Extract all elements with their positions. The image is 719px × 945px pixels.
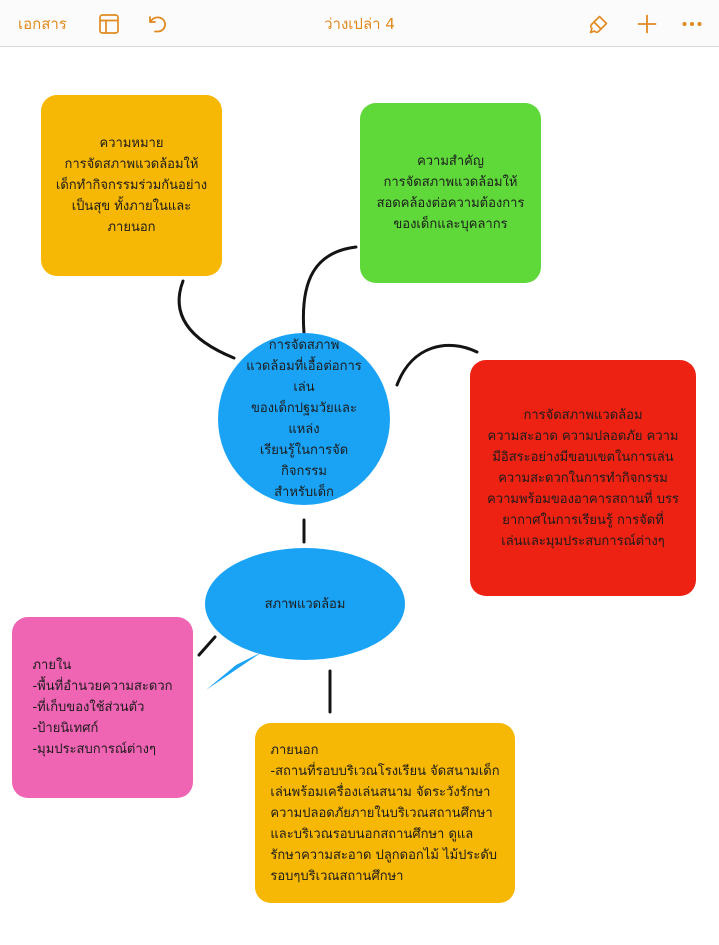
- plus-icon[interactable]: [635, 12, 659, 36]
- importance-node[interactable]: ความสำคัญ การจัดสภาพแวดล้อมให้ สอดคล้องต…: [360, 103, 541, 283]
- documents-back-button[interactable]: เอกสาร: [18, 15, 67, 33]
- center-topic-text: การจัดสภาพ แวดล้อมที่เอื้อต่อการเล่น ของ…: [246, 338, 362, 500]
- layout-icon[interactable]: [97, 12, 121, 36]
- toolbar: เอกสาร ว่างเปล่า 4: [0, 0, 719, 47]
- importance-text: ความสำคัญ การจัดสภาพแวดล้อมให้ สอดคล้องต…: [376, 154, 525, 232]
- outside-node[interactable]: ภายนอก -สถานที่รอบบริเวณโรงเรียน จัดสนาม…: [255, 723, 515, 903]
- paintbrush-icon[interactable]: [587, 12, 611, 36]
- undo-icon[interactable]: [146, 12, 170, 36]
- more-icon[interactable]: [680, 12, 704, 36]
- environment-bubble-label: สภาพแวดล้อม: [264, 597, 346, 612]
- center-topic-node[interactable]: การจัดสภาพ แวดล้อมที่เอื้อต่อการเล่น ของ…: [218, 333, 390, 505]
- outside-text: ภายนอก -สถานที่รอบบริเวณโรงเรียน จัดสนาม…: [270, 742, 500, 884]
- environment-setup-node[interactable]: การจัดสภาพแวดล้อม ความสะอาด ความปลอดภัย …: [470, 360, 696, 596]
- inside-node[interactable]: ภายใน -พื้นที่อำนวยความสะดวก -ที่เก็บของ…: [12, 617, 193, 798]
- meaning-text: ความหมาย การจัดสภาพแวดล้อมให้ เด็กทำกิจก…: [55, 136, 208, 235]
- speech-bubble[interactable]: [205, 548, 405, 690]
- environment-setup-text: การจัดสภาพแวดล้อม ความสะอาด ความปลอดภัย …: [487, 407, 679, 549]
- inside-text: ภายใน -พื้นที่อำนวยความสะดวก -ที่เก็บของ…: [32, 658, 173, 757]
- document-title[interactable]: ว่างเปล่า 4: [324, 15, 395, 33]
- meaning-node[interactable]: ความหมาย การจัดสภาพแวดล้อมให้ เด็กทำกิจก…: [41, 95, 222, 276]
